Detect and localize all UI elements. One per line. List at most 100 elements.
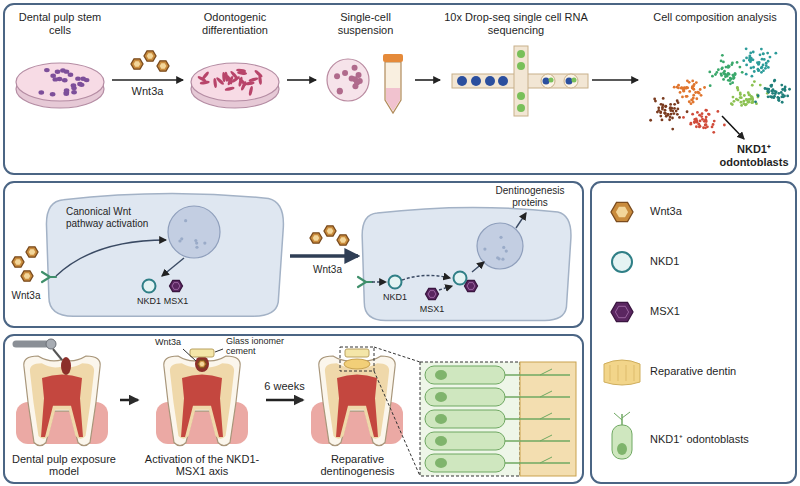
scatter-point	[759, 84, 762, 87]
barcode-bead	[457, 76, 467, 86]
scatter-point	[767, 95, 770, 98]
dentin-sample	[604, 360, 640, 385]
scatter-point	[767, 66, 770, 69]
odontoblast-nucleus	[435, 414, 447, 424]
scatter-point	[704, 109, 707, 112]
signal-arrow	[162, 258, 184, 276]
scatter-point	[736, 86, 739, 89]
scatter-point	[744, 104, 747, 107]
scatter-point	[773, 80, 776, 83]
flow-arrow	[266, 399, 303, 402]
scatter-point	[691, 113, 694, 116]
scatter-point	[692, 101, 695, 104]
scatter-point	[781, 101, 784, 104]
pulp	[41, 374, 83, 437]
odontoblast-cell	[425, 432, 505, 450]
microfluidic-chip	[452, 46, 588, 116]
scatter-point	[757, 69, 760, 72]
scatter-point	[753, 70, 756, 73]
cement	[190, 349, 214, 357]
flow-arrow	[592, 79, 638, 81]
legend-text: MSX1	[650, 305, 790, 318]
chromatin-dot	[203, 241, 206, 244]
scatter-point	[756, 93, 759, 96]
scatter-point	[751, 84, 754, 87]
tube	[385, 62, 401, 113]
process-step: Single-cell suspension	[318, 8, 413, 120]
scatter-point	[767, 60, 770, 63]
scatter-point	[725, 66, 728, 69]
annotation-label: Dentinogenesis proteins	[490, 185, 570, 208]
odontoblast-process	[503, 396, 570, 398]
scatter-point	[682, 116, 685, 119]
scatter-point	[717, 68, 720, 71]
barcode-bead	[566, 78, 573, 85]
scatter-point	[657, 109, 660, 112]
umap-scatter	[649, 47, 791, 133]
msx1-symbol	[465, 280, 478, 291]
odontoblast-branch	[540, 391, 552, 397]
barcode-bead	[543, 78, 550, 85]
scatter-point	[751, 98, 754, 101]
scatter-point	[671, 117, 674, 120]
dentin	[325, 363, 389, 438]
cultured-cell	[201, 71, 210, 81]
scatter-point	[762, 52, 765, 55]
process-step: 10x Drop-seq single cell RNA sequencing	[442, 8, 590, 120]
odontoblast-branch	[540, 369, 552, 375]
tooth	[16, 356, 108, 446]
scatter-point	[740, 104, 743, 107]
scatter-point	[694, 91, 697, 94]
receptor	[358, 277, 372, 287]
flow-arrow	[112, 79, 183, 81]
scatter-point	[681, 95, 684, 98]
msx1-symbol	[611, 302, 633, 321]
scatter-point	[712, 123, 715, 126]
scatter-point	[679, 91, 682, 94]
scatter-point	[677, 84, 680, 87]
annotation-label: Wnt3a	[300, 264, 355, 276]
signal-arrow	[56, 240, 166, 276]
scatter-point	[665, 115, 668, 118]
scatter-point	[664, 105, 667, 108]
scatter-point	[688, 90, 691, 93]
scatter-point	[669, 103, 672, 106]
scatter-point	[698, 126, 701, 129]
panel-frame	[4, 335, 583, 483]
tube-liquid	[386, 88, 400, 111]
msx1-symbol-inner	[467, 283, 475, 290]
scatter-point	[764, 87, 767, 90]
step-caption: Activation of the NKD1-MSX1 axis	[142, 453, 262, 478]
scatter-point	[738, 66, 741, 69]
wnt3a-symbol-inner	[200, 362, 205, 366]
nkd1-symbol	[389, 276, 402, 289]
odontoblast-process	[503, 374, 570, 376]
scatter-point	[733, 100, 736, 103]
wnt3a-symbol-inner	[15, 259, 22, 265]
scatter-point	[701, 112, 704, 115]
scatter-point	[757, 94, 760, 97]
single-cell	[352, 65, 358, 71]
wnt3a-symbol	[337, 235, 349, 245]
chromatin-dot	[501, 258, 504, 261]
scatter-point	[757, 63, 760, 66]
scatter-point	[695, 97, 698, 100]
flow-arrow	[290, 254, 358, 258]
cultured-cell	[55, 70, 61, 74]
cultured-cell	[258, 75, 262, 85]
cell-membrane	[46, 194, 283, 317]
process-step: Reparative dentinogenesis	[305, 345, 410, 481]
legend-text: Reparative dentin	[650, 365, 790, 378]
scatter-point	[692, 97, 695, 100]
scatter-point	[740, 101, 743, 104]
scatter-point	[751, 75, 754, 78]
odontoblast-nucleus	[435, 370, 447, 380]
scatter-point	[657, 106, 660, 109]
cultured-cell	[50, 92, 56, 96]
pulp	[181, 374, 223, 437]
nkd1-symbol	[143, 280, 156, 293]
wnt3a-symbol	[26, 247, 38, 257]
dentin	[170, 363, 234, 438]
scatter-point	[686, 110, 689, 113]
